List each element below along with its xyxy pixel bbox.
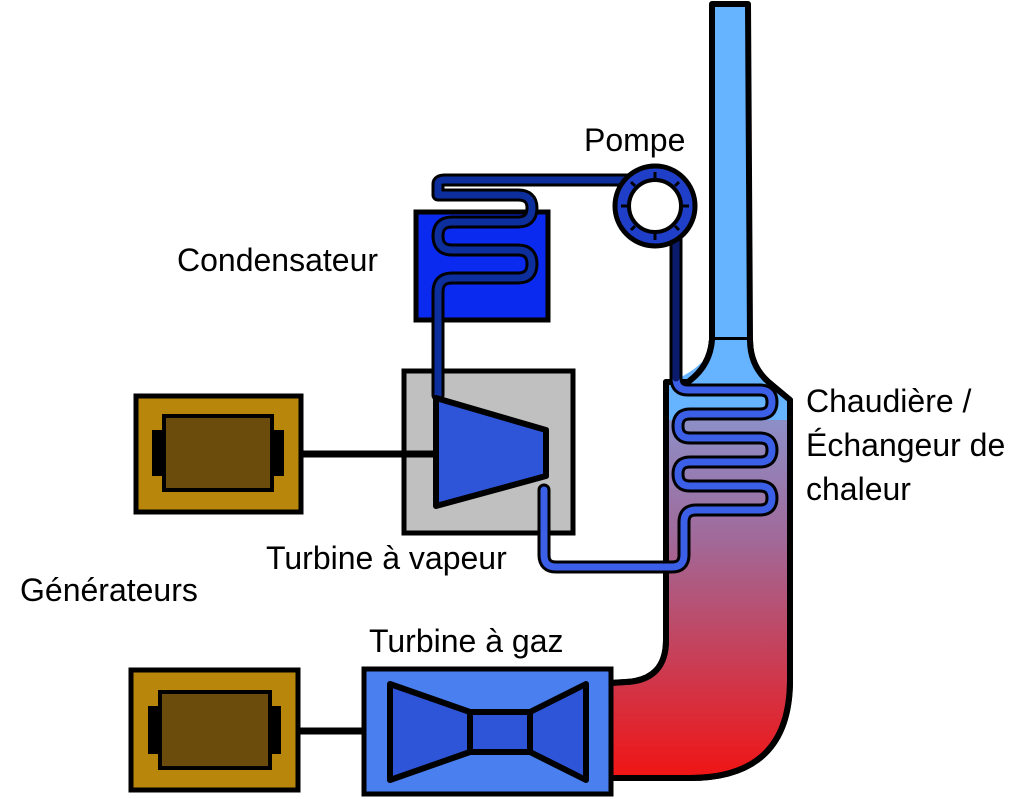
- label-pump: Pompe: [584, 122, 685, 158]
- steam-turbine: [433, 395, 549, 509]
- water-circuit: [431, 173, 779, 574]
- label-boiler-line2: Échangeur de: [806, 427, 1005, 463]
- pump: [612, 163, 698, 249]
- label-steam-turbine: Turbine à vapeur: [266, 540, 507, 576]
- label-boiler-line1: Chaudière /: [806, 383, 972, 419]
- label-generators: Générateurs: [20, 572, 198, 608]
- label-boiler-line3: chaleur: [806, 471, 911, 507]
- generator-gas: [128, 667, 301, 793]
- label-gas-turbine: Turbine à gaz: [369, 623, 563, 659]
- generator-steam: [133, 393, 304, 515]
- gas-turbine: [387, 681, 589, 783]
- label-condenser: Condensateur: [177, 242, 378, 278]
- boiler-top: [668, 340, 788, 420]
